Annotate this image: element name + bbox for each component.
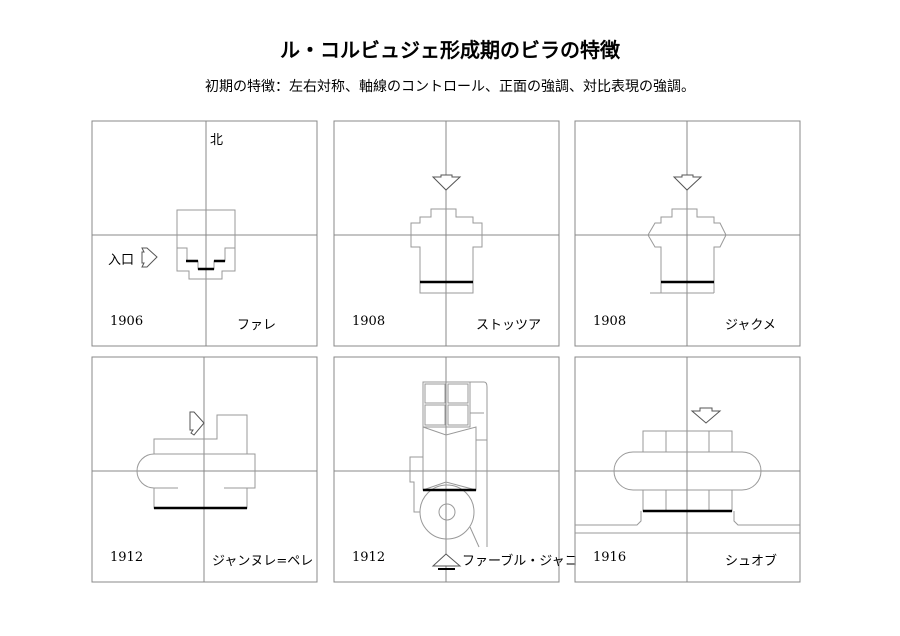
plan-jeanneret-perret <box>91 356 318 583</box>
villa-name: ファレ <box>237 318 277 333</box>
villa-name: ファーブル・ジャコ <box>462 554 578 569</box>
entrance-label: 入口 <box>108 253 135 268</box>
plan-stotzer <box>333 120 560 347</box>
villa-panel-stotzer: 1908 ストッツア <box>333 120 560 347</box>
villa-year: 1912 <box>110 550 144 565</box>
villa-year: 1908 <box>593 314 627 329</box>
plan-fallet <box>91 120 318 347</box>
villa-panel-jacquemet: 1908 ジャクメ <box>574 120 801 347</box>
villa-name: ストッツア <box>476 318 542 333</box>
villa-name: ジャンヌレ=ペレ <box>212 554 314 569</box>
villa-panel-fallet: 北 入口 1906 ファレ <box>91 120 318 347</box>
entrance-arrow-icon <box>141 247 158 268</box>
plan-favre-jacot <box>333 356 560 583</box>
villa-year: 1912 <box>352 550 386 565</box>
villa-name: ジャクメ <box>725 318 776 333</box>
villa-year: 1908 <box>352 314 386 329</box>
plan-schwob <box>574 356 801 583</box>
plan-jacquemet <box>574 120 801 347</box>
entrance-arrow-icon <box>672 174 703 191</box>
entrance-arrow-icon <box>431 174 462 191</box>
villa-year: 1916 <box>593 550 627 565</box>
villa-panel-schwob: 1916 シュオブ <box>574 356 801 583</box>
page-subtitle: 初期の特徴：左右対称、軸線のコントロール、正面の強調、対比表現の強調。 <box>205 79 695 95</box>
villa-year: 1906 <box>110 314 144 329</box>
entrance-arrow-icon <box>690 407 722 424</box>
villa-name: シュオブ <box>725 554 778 569</box>
villa-panel-favre-jacot: 1912 ファーブル・ジャコ <box>333 356 578 583</box>
north-label: 北 <box>210 133 224 148</box>
entrance-arrow-icon <box>431 553 462 567</box>
villa-panel-jeanneret-perret: 1912 ジャンヌレ=ペレ <box>91 356 318 583</box>
entrance-arrow-icon <box>189 411 205 436</box>
page-title: ル・コルビュジェ形成期のビラの特徴 <box>280 38 620 62</box>
